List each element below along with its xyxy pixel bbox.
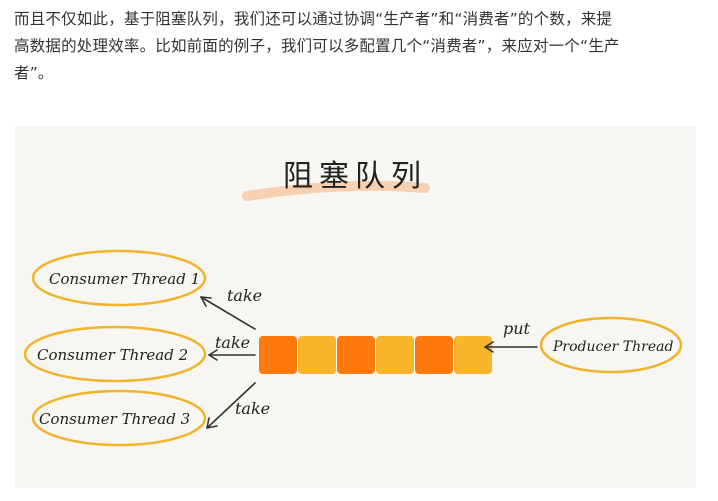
paragraph-line-2: 高数据的处理效率。比如前面的例子，我们可以多配置几个“消费者”，来应对一个“生产 (14, 37, 620, 55)
queue-cell-1 (259, 336, 297, 374)
take-label-2: take (215, 333, 250, 352)
queue-cell-2 (298, 336, 336, 374)
producer-ellipse (539, 316, 683, 374)
queue-cell-5 (415, 336, 453, 374)
queue-cell-3 (337, 336, 375, 374)
consumer-3-ellipse (31, 389, 207, 447)
put-label: put (503, 319, 531, 338)
producer-label: Producer Thread (552, 339, 673, 355)
consumer-3-label: Consumer Thread 3 (39, 410, 190, 428)
consumer-2-label: Consumer Thread 2 (37, 346, 188, 364)
diagram-title: 阻塞队列 (283, 159, 427, 194)
take-arrow-3-head (206, 417, 218, 429)
take-label-1: take (227, 286, 262, 305)
put-arrow-head (484, 341, 494, 353)
take-label-3: take (235, 399, 270, 418)
consumer-2-ellipse (23, 325, 207, 383)
article-paragraph: 而且不仅如此，基于阻塞队列，我们还可以通过协调“生产者”和“消费者”的个数，来提… (14, 6, 704, 87)
paragraph-line-3: 者”。 (14, 64, 54, 82)
take-arrow-2-head (208, 349, 218, 361)
queue (259, 336, 492, 374)
consumer-1-label: Consumer Thread 1 (49, 270, 200, 288)
diagram-canvas: 阻塞队列 Consumer Thread 1 Consumer Thread 2… (23, 159, 683, 447)
blocking-queue-diagram: 阻塞队列 Consumer Thread 1 Consumer Thread 2… (15, 126, 696, 488)
take-arrow-1 (200, 296, 256, 330)
queue-cell-6 (454, 336, 492, 374)
paragraph-line-1: 而且不仅如此，基于阻塞队列，我们还可以通过协调“生产者”和“消费者”的个数，来提 (14, 10, 613, 28)
take-arrow-3 (206, 382, 256, 429)
take-arrow-1-head (200, 296, 212, 307)
queue-cell-4 (376, 336, 414, 374)
consumer-1-ellipse (31, 249, 207, 307)
title-underline (242, 180, 430, 201)
